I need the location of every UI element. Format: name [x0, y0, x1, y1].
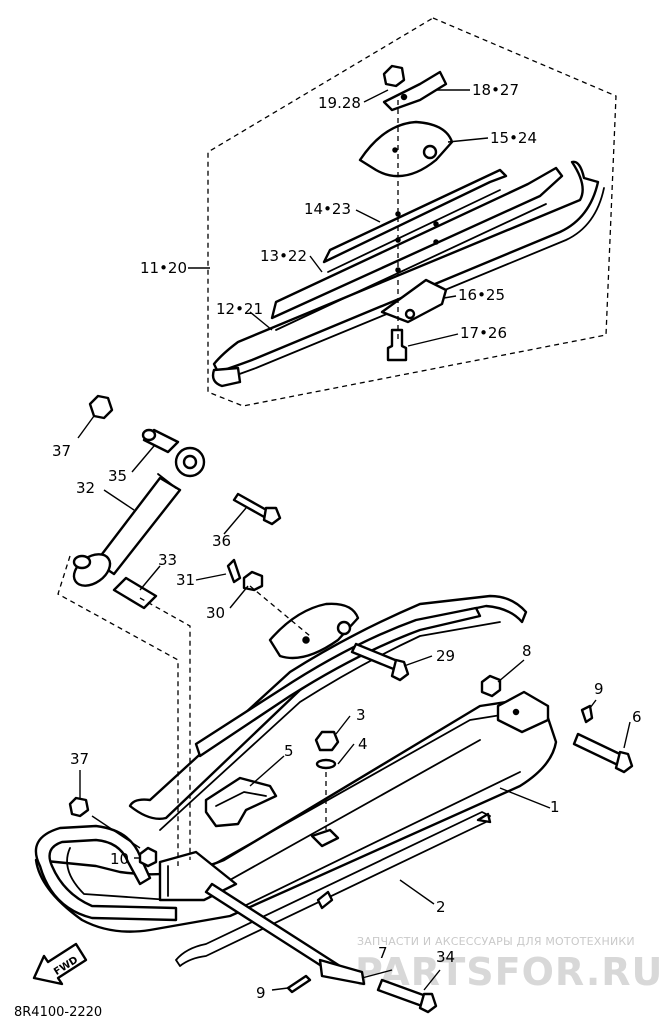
callout-3: 3 — [356, 706, 366, 724]
bolt-29-head — [390, 658, 410, 682]
callout-labels: 19.28 18•27 15•24 14•23 13•22 11•20 12•2… — [52, 81, 642, 1002]
spring-mount-hole-small — [302, 636, 310, 644]
callout-37-upper: 37 — [52, 442, 71, 460]
guide-plate-5-edge — [215, 791, 267, 807]
holder-plate — [382, 70, 448, 112]
callout-6: 6 — [632, 708, 642, 726]
cotter-pin-right — [580, 704, 594, 724]
nut-10 — [138, 846, 158, 868]
steering-assembly-path-3 — [249, 585, 311, 637]
leaf-spring-third — [322, 168, 508, 264]
callout-19-28: 19.28 — [318, 94, 361, 112]
callout-37-lower: 37 — [70, 750, 89, 768]
callout-9-bottom: 9 — [256, 984, 266, 1002]
alternate-parts-boundary — [207, 17, 617, 407]
runner-stud — [316, 890, 334, 910]
bracket-hole — [422, 144, 438, 160]
bolt-36-head — [262, 506, 282, 526]
callout-11-20: 11•20 — [140, 259, 187, 277]
bushing-33 — [112, 576, 158, 610]
cotter-pin-bottom — [286, 974, 312, 994]
leaf-spring-second-edge — [275, 203, 547, 331]
callout-15-24: 15•24 — [490, 129, 537, 147]
shaft-7-end — [318, 958, 366, 986]
callout-4: 4 — [358, 735, 368, 753]
ski-rear-bracket — [496, 690, 550, 734]
clamp-hole — [404, 308, 416, 320]
callout-35: 35 — [108, 467, 127, 485]
callout-36: 36 — [212, 532, 231, 550]
leaf-hole — [433, 221, 439, 227]
leaf-spring-third-edge — [327, 189, 501, 273]
forward-arrow-icon — [32, 942, 88, 986]
callout-33: 33 — [158, 551, 177, 569]
callout-1: 1 — [550, 798, 560, 816]
alternate-leaf-spring-assembly — [211, 64, 605, 388]
ski-tip-handle — [34, 824, 178, 922]
callout-7: 7 — [378, 944, 388, 962]
callout-10: 10 — [110, 850, 129, 868]
washer-4 — [315, 758, 337, 770]
callout-34: 34 — [436, 948, 455, 966]
leaf-spring-lower-second — [194, 606, 482, 758]
bracket-hole-small — [392, 147, 398, 153]
runner-stud-rear — [476, 812, 492, 824]
callout-16-25: 16•25 — [458, 286, 505, 304]
callout-30: 30 — [206, 604, 225, 622]
callout-18-27: 18•27 — [472, 81, 519, 99]
nut-upper — [382, 64, 406, 88]
callout-2: 2 — [436, 898, 446, 916]
leader-lines — [77, 89, 631, 991]
nut-37-upper — [88, 394, 114, 420]
shock-body-edge — [157, 473, 177, 489]
lower-ski-assembly — [34, 594, 634, 1014]
drawing-code: 8R4100-2220 — [14, 1005, 102, 1020]
spring-mount-hole — [336, 620, 352, 636]
ski-body-ridge-inner — [211, 739, 481, 891]
stud-base — [310, 828, 340, 848]
bushing-35-end — [141, 428, 157, 442]
callout-32: 32 — [76, 479, 95, 497]
callout-14-23: 14•23 — [304, 200, 351, 218]
rod-end-lower-hole — [72, 554, 92, 570]
leaf-spring-second — [270, 166, 564, 320]
nut-37-lower — [68, 796, 90, 818]
nut-8 — [480, 674, 502, 698]
callout-17-26: 17•26 — [460, 324, 507, 342]
rod-end-upper-hole — [182, 454, 198, 470]
nut-30 — [242, 570, 264, 592]
callout-5: 5 — [284, 742, 294, 760]
callout-29: 29 — [436, 647, 455, 665]
bolt-6-head — [614, 750, 634, 774]
leaf-spring-lower-edge — [159, 621, 501, 831]
bolt-lower — [386, 328, 408, 362]
spring-mount-bracket — [268, 602, 360, 660]
callout-12-21: 12•21 — [216, 300, 263, 318]
callout-8: 8 — [522, 642, 532, 660]
holder-plate-hole — [400, 93, 408, 101]
leaf-spring-main — [212, 160, 600, 374]
callout-31: 31 — [176, 571, 195, 589]
leaf-hole — [433, 239, 439, 245]
steering-assembly-path — [57, 555, 179, 866]
watermark-caption: ЗАПЧАСТИ И АКСЕССУАРЫ ДЛЯ МОТОТЕХНИКИ — [357, 935, 635, 948]
ski-body-ridge-lower — [235, 771, 521, 911]
callout-13-22: 13•22 — [260, 247, 307, 265]
bolt-34-head — [418, 992, 438, 1014]
leaf-spring-main-eye — [211, 366, 242, 388]
watermark-brand: PARTSFOR.RU — [355, 950, 663, 994]
guide-plate-5 — [204, 776, 278, 828]
cotter-pin-31 — [226, 558, 242, 584]
steering-assembly-path-2 — [139, 597, 191, 860]
ski-tip-handle-inner — [66, 847, 171, 901]
forward-arrow: FWD — [32, 942, 88, 986]
watermark: ЗАПЧАСТИ И АКСЕССУАРЫ ДЛЯ МОТОТЕХНИКИ PA… — [355, 935, 663, 994]
callout-9-right: 9 — [594, 680, 604, 698]
nut-3 — [314, 730, 340, 752]
ski-rear-bracket-hole — [512, 708, 520, 716]
spring-bracket-upper — [358, 120, 454, 178]
